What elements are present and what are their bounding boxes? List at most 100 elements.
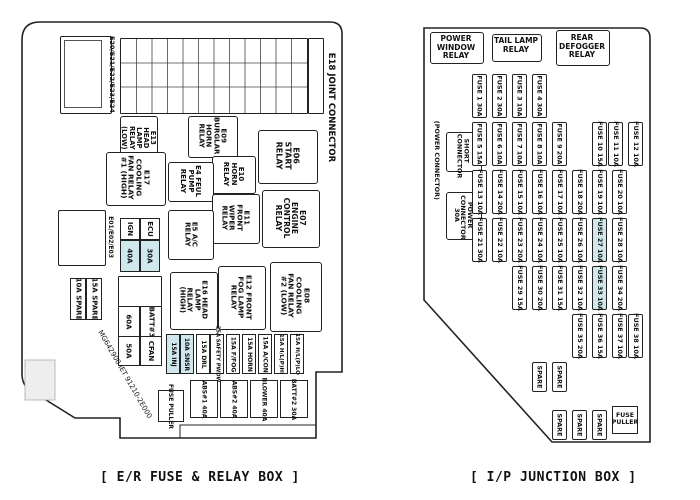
ip-fuse: FUSE 15 10A bbox=[512, 169, 527, 215]
fuse-spare-15a: 15A SPARE bbox=[86, 278, 102, 320]
ip-fuse: FUSE 24 10A bbox=[532, 217, 547, 263]
ip-fuse: FUSE 25 10A bbox=[552, 217, 567, 263]
fuse-batt2: BATT#2 30A bbox=[280, 378, 308, 420]
ip-fuse: FUSE 37 10A bbox=[612, 313, 627, 359]
ip-fuse: FUSE 23 20A bbox=[512, 217, 527, 263]
relay-tail-lamp bbox=[492, 34, 542, 62]
ip-spare-fuse: SPARE bbox=[552, 410, 567, 440]
ip-fuse: FUSE 1 30A bbox=[472, 74, 487, 118]
fuse-horn: 15A HORN bbox=[242, 334, 256, 374]
relay-rear-defogger bbox=[556, 30, 610, 66]
fuse-acon: 15A A/CON bbox=[258, 334, 272, 374]
ip-fuse-label: FUSE 36 15A bbox=[595, 313, 604, 359]
relay-rear-defogger-label: REAR DEFOGGER RELAY bbox=[558, 33, 606, 60]
ip-spare-label: SPARE bbox=[595, 413, 604, 437]
ip-fuse-label: FUSE 24 10A bbox=[535, 217, 544, 263]
relay-head-lamp-high bbox=[170, 272, 218, 330]
fuse-ffog: 15A F/FOG bbox=[226, 334, 240, 374]
relay-cooling-fan-low bbox=[270, 262, 322, 332]
ip-spare-label: SPARE bbox=[555, 413, 564, 437]
relay-power-window-label: POWER WINDOW RELAY bbox=[436, 34, 476, 61]
ip-fuse-label: FUSE 38 10A bbox=[631, 313, 640, 359]
ip-fuse-label: FUSE 15 10A bbox=[515, 169, 524, 215]
ip-fuse-label: FUSE 23 20A bbox=[515, 217, 524, 263]
ip-fuse: FUSE 11 10A bbox=[608, 121, 623, 167]
fuse-40a: 40A bbox=[120, 240, 140, 272]
ip-fuse-label: FUSE 3 10A bbox=[515, 75, 524, 117]
ip-fuse-label: FUSE 13 10A bbox=[475, 169, 484, 215]
e18-joint-grid-right bbox=[308, 38, 324, 114]
ip-spare-fuse: SPARE bbox=[592, 410, 607, 440]
relay-front-fog bbox=[218, 266, 266, 330]
ip-fuse-label: FUSE 37 10A bbox=[615, 313, 624, 359]
ip-fuse-label: FUSE 27 10A bbox=[595, 217, 604, 263]
ip-fuse-label: FUSE 11 10A bbox=[611, 121, 620, 167]
ip-fuse: FUSE 31 15A bbox=[552, 265, 567, 311]
ip-fuse-label: FUSE 8 10A bbox=[535, 123, 544, 165]
ip-fuse: FUSE 8 10A bbox=[532, 122, 547, 166]
ip-fuse-label: FUSE 17 10A bbox=[555, 169, 564, 215]
ip-fuse-label: FUSE 29 15A bbox=[515, 265, 524, 311]
ip-fuse: FUSE 6 10A bbox=[492, 122, 507, 166]
ip-fuse: FUSE 14 20A bbox=[492, 169, 507, 215]
relay-ac bbox=[168, 210, 214, 260]
ip-fuse-label: FUSE 26 10A bbox=[575, 217, 584, 263]
fuse-50a: 50A bbox=[118, 336, 140, 366]
relay-burglar-horn bbox=[188, 116, 238, 158]
ip-spare-fuse: SPARE bbox=[552, 362, 567, 392]
ip-fuse: FUSE 5 15A bbox=[472, 122, 487, 166]
fuse-drl: 15A DRL bbox=[196, 334, 210, 374]
ip-fuse: FUSE 34 20A bbox=[612, 265, 627, 311]
ip-fuse: FUSE 22 10A bbox=[492, 217, 507, 263]
ip-fuse-label: FUSE 6 10A bbox=[495, 123, 504, 165]
ip-fuse: FUSE 26 10A bbox=[572, 217, 587, 263]
ip-fuse-label: FUSE 34 20A bbox=[615, 265, 624, 311]
ip-fuse-label: FUSE 31 15A bbox=[555, 265, 564, 311]
ip-fuse-label: FUSE 10 15A bbox=[595, 121, 604, 167]
ip-fuse-label: FUSE 14 20A bbox=[495, 169, 504, 215]
ip-fuse-label: FUSE 30 20A bbox=[535, 265, 544, 311]
ip-fuse: FUSE 13 10A bbox=[472, 169, 487, 215]
ip-fuse: FUSE 19 10A bbox=[592, 169, 607, 215]
ip-spare-fuse: SPARE bbox=[572, 410, 587, 440]
ip-fuse: FUSE 4 30A bbox=[532, 74, 547, 118]
ip-fuse: FUSE 35 20A bbox=[572, 313, 587, 359]
fuse-30a: 30A bbox=[140, 240, 160, 272]
relay-fuel-pump bbox=[168, 162, 214, 202]
fuse-hlp-hi: 15A H/L(P)HI bbox=[274, 334, 288, 374]
ip-fuse-label: FUSE 28 10A bbox=[615, 217, 624, 263]
fuse-hlp-lo: 15A H/L(P)LO bbox=[290, 333, 304, 375]
e20-pins bbox=[64, 40, 104, 108]
ip-fuse: FUSE 9 20A bbox=[552, 122, 567, 166]
joint-grid-lines bbox=[121, 39, 307, 113]
e01-connector bbox=[58, 210, 106, 266]
ip-fuse: FUSE 18 20A bbox=[572, 169, 587, 215]
ip-spare-label: SPARE bbox=[555, 365, 564, 389]
power-connector-label: (POWER CONNECTOR) bbox=[433, 120, 442, 200]
fuse-blower: BLOWER 40A bbox=[250, 377, 278, 421]
ip-fuse: FUSE 21 30A bbox=[472, 217, 487, 263]
ip-fuse-label: FUSE 19 10A bbox=[595, 169, 604, 215]
ip-fuse-label: FUSE 12 10A bbox=[631, 121, 640, 167]
ip-fuse-label: FUSE 5 15A bbox=[475, 123, 484, 165]
ip-fuse-label: FUSE 2 30A bbox=[495, 75, 504, 117]
ip-fuse-label: FUSE 21 30A bbox=[475, 217, 484, 263]
fuse-puller-er: FUSE PULLER bbox=[158, 383, 184, 429]
er-box-caption: [ E/R FUSE & RELAY BOX ] bbox=[100, 470, 300, 485]
relay-engine-control bbox=[262, 190, 320, 248]
ip-fuse: FUSE 27 10A bbox=[592, 217, 607, 263]
ip-spare-label: SPARE bbox=[575, 413, 584, 437]
ip-fuse: FUSE 20 10A bbox=[612, 169, 627, 215]
ip-fuse: FUSE 12 10A bbox=[628, 121, 643, 167]
ip-spare-fuse: SPARE bbox=[532, 362, 547, 392]
ip-fuse: FUSE 10 15A bbox=[592, 121, 607, 167]
ip-spare-label: SPARE bbox=[535, 365, 544, 389]
relay-tail-lamp-label: TAIL LAMP RELAY bbox=[493, 36, 539, 54]
e18-joint-grid bbox=[120, 38, 308, 114]
fuse-ecu: ECU bbox=[140, 218, 160, 240]
fuse-abs2: ABS#2 40A bbox=[220, 380, 248, 418]
fuse-puller-ip-label: FUSE PULLER bbox=[611, 412, 639, 426]
ip-fuse: FUSE 33 10A bbox=[592, 265, 607, 311]
ip-fuse: FUSE 30 20A bbox=[532, 265, 547, 311]
relay-front-wiper bbox=[212, 194, 260, 244]
